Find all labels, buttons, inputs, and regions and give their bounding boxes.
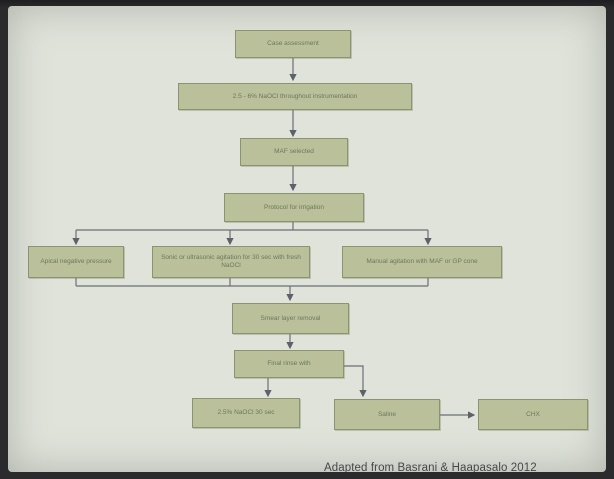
node-chx: CHX bbox=[478, 399, 588, 430]
node-maf-selected: MAF selected bbox=[240, 138, 348, 166]
node-sonic-ultrasonic: Sonic or ultrasonic agitation for 30 sec… bbox=[152, 246, 310, 278]
node-smear-layer-removal: Smear layer removal bbox=[232, 303, 349, 334]
node-naocl-30sec: 2.5% NaOCl 30 sec bbox=[192, 398, 300, 428]
arrow-final-to-saline bbox=[344, 365, 367, 398]
source-credit: Adapted from Basrani & Haapasalo 2012 bbox=[324, 462, 537, 472]
node-manual-agitation: Manual agitation with MAF or GP cone bbox=[342, 246, 502, 278]
node-case-assessment: Case assessment bbox=[235, 30, 351, 58]
node-naocl-throughout: 2.5 - 6% NaOCl throughout instrumentatio… bbox=[178, 83, 412, 110]
node-apical-negative-pressure: Apical negative pressure bbox=[28, 246, 124, 278]
node-saline: Saline bbox=[334, 399, 440, 430]
projector-frame-edge bbox=[0, 0, 614, 8]
node-final-rinse: Final rinse with bbox=[234, 350, 344, 378]
node-protocol-irrigation: Protocol for irrigation bbox=[224, 193, 364, 222]
flowchart-connectors bbox=[72, 58, 476, 419]
presentation-slide: Case assessment 2.5 - 6% NaOCl throughou… bbox=[8, 6, 606, 472]
